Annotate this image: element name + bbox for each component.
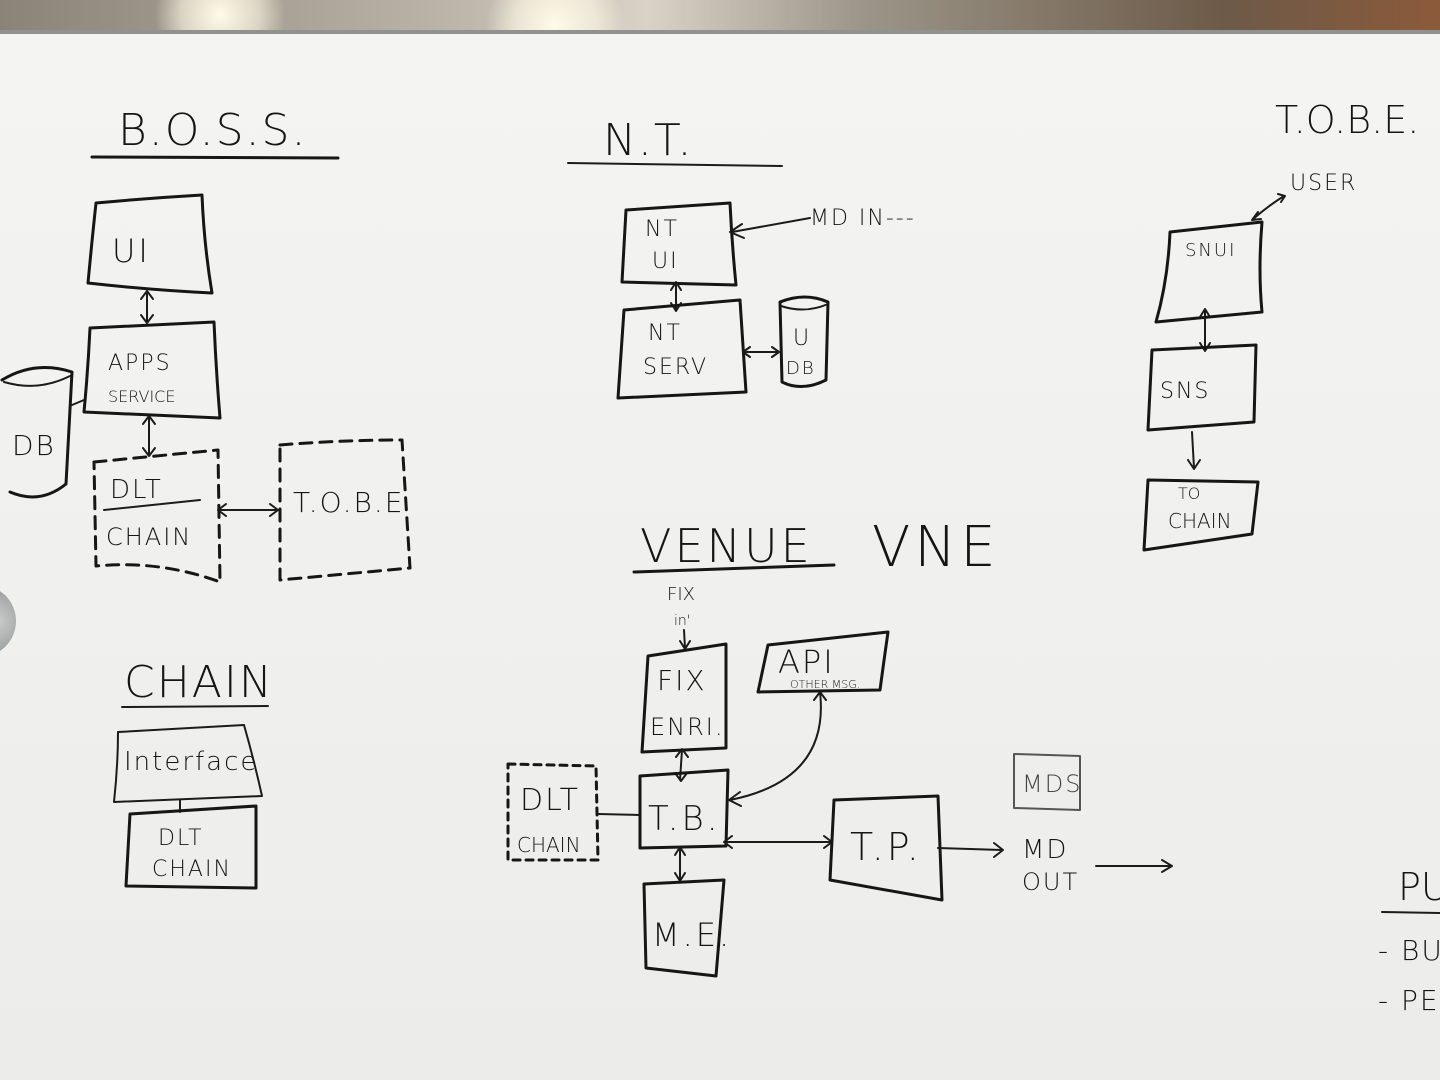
venue-dlt-box bbox=[506, 762, 600, 862]
boss-apps-label-2: SERVICE bbox=[108, 387, 175, 406]
tobe-user-arrow bbox=[1251, 193, 1286, 221]
venue-fix-in-label-1: FIX bbox=[667, 584, 695, 605]
chain-interface-box bbox=[113, 724, 263, 803]
nt-section: N.T. NT UI MD IN--- NT SERV U DB bbox=[567, 115, 916, 400]
venue-mds-label: MDS bbox=[1022, 770, 1082, 798]
boss-tobe-label: T.O.B.E bbox=[293, 486, 404, 519]
edge-note-line-1: PU bbox=[1398, 865, 1440, 909]
nt-db-label-1: U bbox=[793, 326, 811, 351]
boss-ui-apps-arrow bbox=[140, 290, 154, 324]
venue-fix-in-label-2: in' bbox=[674, 613, 691, 629]
tobe-sns-box bbox=[1146, 343, 1258, 432]
venue-fix-label-1: FIX bbox=[657, 664, 707, 697]
venue-md-out-arrow bbox=[1095, 859, 1173, 873]
chain-dlt-label-2: CHAIN bbox=[152, 857, 232, 882]
chain-dlt-label-1: DLT bbox=[158, 826, 204, 851]
venue-md-out-label-1: MD bbox=[1022, 835, 1068, 865]
boss-dlt-box bbox=[92, 448, 222, 584]
tobe-section: T.O.B.E. USER SNUI SNS TO CHAIN bbox=[1142, 98, 1419, 552]
nt-ui-label-1: NT bbox=[645, 217, 679, 242]
tobe-user-label: USER bbox=[1290, 171, 1357, 196]
chain-section: CHAIN Interface DLT CHAIN bbox=[113, 657, 274, 890]
venue-title-alt: VNE bbox=[872, 515, 1000, 580]
venue-fix-label-2: ENRI. bbox=[650, 713, 725, 741]
edge-note-underline bbox=[1381, 911, 1440, 914]
boss-ui-box bbox=[86, 193, 214, 295]
boss-dlt-label-2: CHAIN bbox=[106, 523, 192, 551]
nt-serv-label-1: NT bbox=[648, 321, 682, 346]
edge-note-line-3: - PE bbox=[1378, 984, 1440, 1017]
tobe-sns-label: SNS bbox=[1160, 379, 1210, 404]
venue-api-label-1: API bbox=[778, 643, 835, 681]
nt-db-label-2: DB bbox=[786, 358, 816, 379]
venue-tb-box bbox=[638, 768, 730, 850]
boss-section: B.O.S.S. UI APPS SERVICE DB DLT CHAIN T.… bbox=[0, 105, 412, 584]
chain-dlt-box bbox=[124, 804, 258, 890]
venue-tp-label: T.P. bbox=[850, 825, 922, 869]
nt-md-in-label: MD IN--- bbox=[810, 206, 916, 231]
boss-db-link bbox=[71, 399, 85, 406]
chain-title-underline bbox=[121, 705, 269, 708]
venue-dlt-tb-link bbox=[597, 813, 641, 816]
venue-title: VENUE bbox=[640, 519, 813, 573]
edge-notes: PU - BU - PE bbox=[1378, 865, 1440, 1017]
venue-fix-in-arrow bbox=[679, 629, 691, 650]
tobe-to-chain-box bbox=[1142, 478, 1260, 552]
boss-title: B.O.S.S. bbox=[118, 105, 307, 156]
venue-fix-tb-arrow bbox=[674, 748, 689, 782]
venue-mds-box bbox=[1013, 753, 1081, 811]
nt-db-cylinder bbox=[778, 295, 830, 388]
boss-dlt-underline bbox=[103, 499, 201, 511]
nt-serv-label-2: SERV bbox=[643, 355, 708, 380]
nt-serv-db-arrow bbox=[742, 346, 780, 358]
tobe-snui-box bbox=[1154, 220, 1264, 324]
tobe-snui-label: SNUI bbox=[1185, 240, 1236, 261]
boss-dlt-tobe-arrow bbox=[217, 503, 279, 517]
boss-title-underline bbox=[90, 155, 340, 160]
boss-ui-label: UI bbox=[112, 232, 151, 270]
venue-me-box bbox=[642, 878, 726, 978]
whiteboard-frame bbox=[0, 30, 1440, 34]
venue-fix-box bbox=[640, 642, 728, 754]
chain-title: CHAIN bbox=[124, 657, 274, 708]
venue-tp-md-arrow bbox=[937, 842, 1004, 858]
boss-apps-label-1: APPS bbox=[108, 351, 172, 376]
venue-tb-label: T.B. bbox=[648, 799, 721, 839]
venue-me-label: M.E. bbox=[652, 916, 732, 954]
venue-api-box bbox=[756, 630, 890, 694]
nt-ui-label-2: UI bbox=[652, 249, 679, 274]
tobe-title: T.O.B.E. bbox=[1275, 98, 1419, 142]
venue-api-tb-arrow bbox=[728, 691, 827, 807]
venue-tb-me-arrow bbox=[674, 846, 686, 882]
tobe-sns-chain-arrow bbox=[1187, 431, 1201, 470]
nt-title: N.T. bbox=[603, 115, 694, 166]
venue-tp-box bbox=[828, 794, 944, 902]
boss-db-cylinder bbox=[0, 366, 74, 499]
boss-db-cylinder-top bbox=[3, 375, 71, 387]
boss-db-label: DB bbox=[12, 429, 56, 462]
venue-title-underline bbox=[632, 563, 836, 574]
boss-dlt-label-1: DLT bbox=[110, 475, 163, 505]
tobe-snui-sns-arrow bbox=[1199, 308, 1211, 352]
nt-serv-box bbox=[616, 298, 748, 400]
tobe-to-chain-label-2: CHAIN bbox=[1168, 509, 1232, 533]
venue-section: VENUE VNE FIX in' FIX ENRI. API OTHER MS… bbox=[506, 515, 1173, 978]
boss-tobe-box bbox=[278, 438, 412, 582]
nt-db-cylinder-top bbox=[780, 303, 829, 311]
tobe-to-chain-label-1: TO bbox=[1178, 484, 1200, 503]
venue-dlt-label-1: DLT bbox=[520, 783, 580, 818]
venue-tb-tp-arrow bbox=[723, 835, 833, 849]
nt-title-underline bbox=[567, 162, 783, 167]
venue-api-label-2: OTHER MSG. bbox=[790, 678, 860, 691]
venue-md-out-label-2: OUT bbox=[1022, 868, 1079, 896]
edge-note-line-2: - BU bbox=[1378, 934, 1440, 967]
nt-ui-box bbox=[620, 201, 738, 287]
boss-apps-dlt-arrow bbox=[142, 415, 156, 457]
chain-interface-label: Interface bbox=[124, 747, 258, 777]
nt-md-in-arrow bbox=[729, 217, 811, 239]
venue-dlt-label-2: CHAIN bbox=[517, 833, 581, 857]
boss-apps-box bbox=[82, 320, 222, 420]
